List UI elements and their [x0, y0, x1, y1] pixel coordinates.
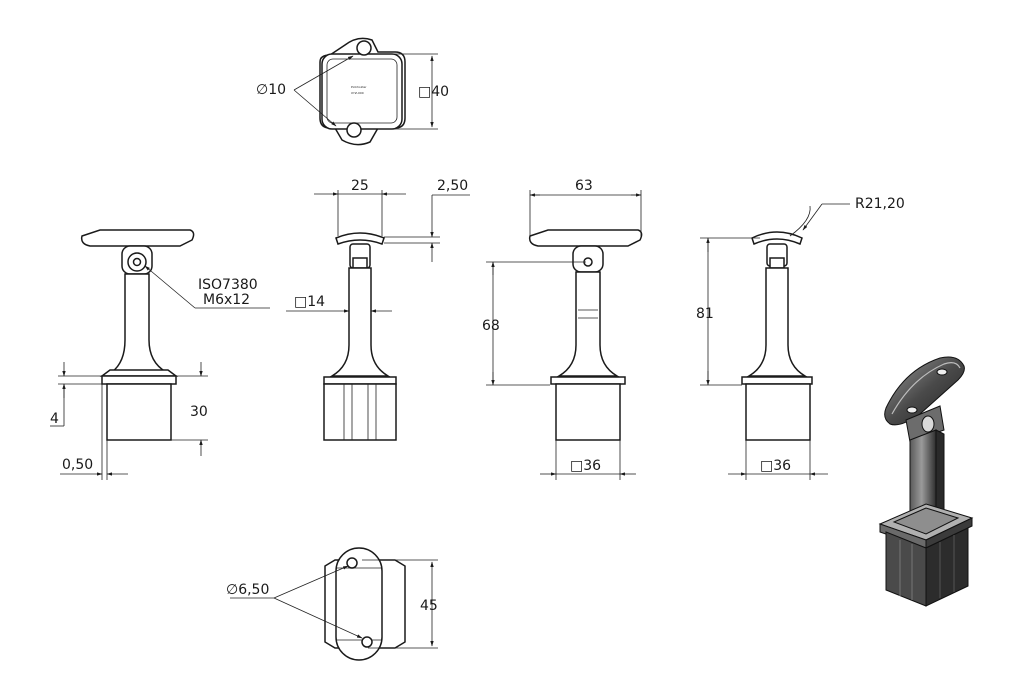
top-view: Pickholder XYZ-000 ∅10 □40: [256, 37, 449, 146]
flange-thickness-label: 4: [50, 411, 59, 427]
bottom-view: ∅6,50 45: [226, 547, 438, 661]
isometric-render: [878, 356, 974, 607]
saddle-width-label: 25: [351, 178, 369, 194]
stamp-line-1: Pickholder: [351, 85, 367, 89]
saddle-thickness-label: 2,50: [437, 178, 468, 194]
stamp-line-2: XYZ-000: [351, 91, 364, 95]
bolt-label-2: M6x12: [203, 292, 250, 308]
bottom-length-label: 45: [420, 598, 438, 614]
side-view-right: R21,20 81 □36: [696, 196, 905, 480]
base-square-2-label: □36: [760, 458, 791, 474]
height-81-label: 81: [696, 306, 714, 322]
base-square-1-label: □36: [570, 458, 601, 474]
front-view: 25 2,50 □14: [286, 178, 470, 441]
height-68-label: 68: [482, 318, 500, 334]
bottom-hole-dia-label: ∅6,50: [226, 582, 269, 598]
base-offset-label: 0,50: [62, 457, 93, 473]
side-view-middle: 63 68 □36: [482, 178, 643, 480]
saddle-length-label: 63: [575, 178, 593, 194]
saddle-radius-label: R21,20: [855, 196, 905, 212]
side-view-left: ISO7380 M6x12 4 30 0,50: [50, 229, 270, 480]
bolt-label-1: ISO7380: [198, 277, 258, 293]
top-square-label: □40: [418, 84, 449, 100]
post-square-label: □14: [294, 294, 325, 310]
top-hole-dia-label: ∅10: [256, 82, 286, 98]
base-height-label: 30: [190, 404, 208, 420]
